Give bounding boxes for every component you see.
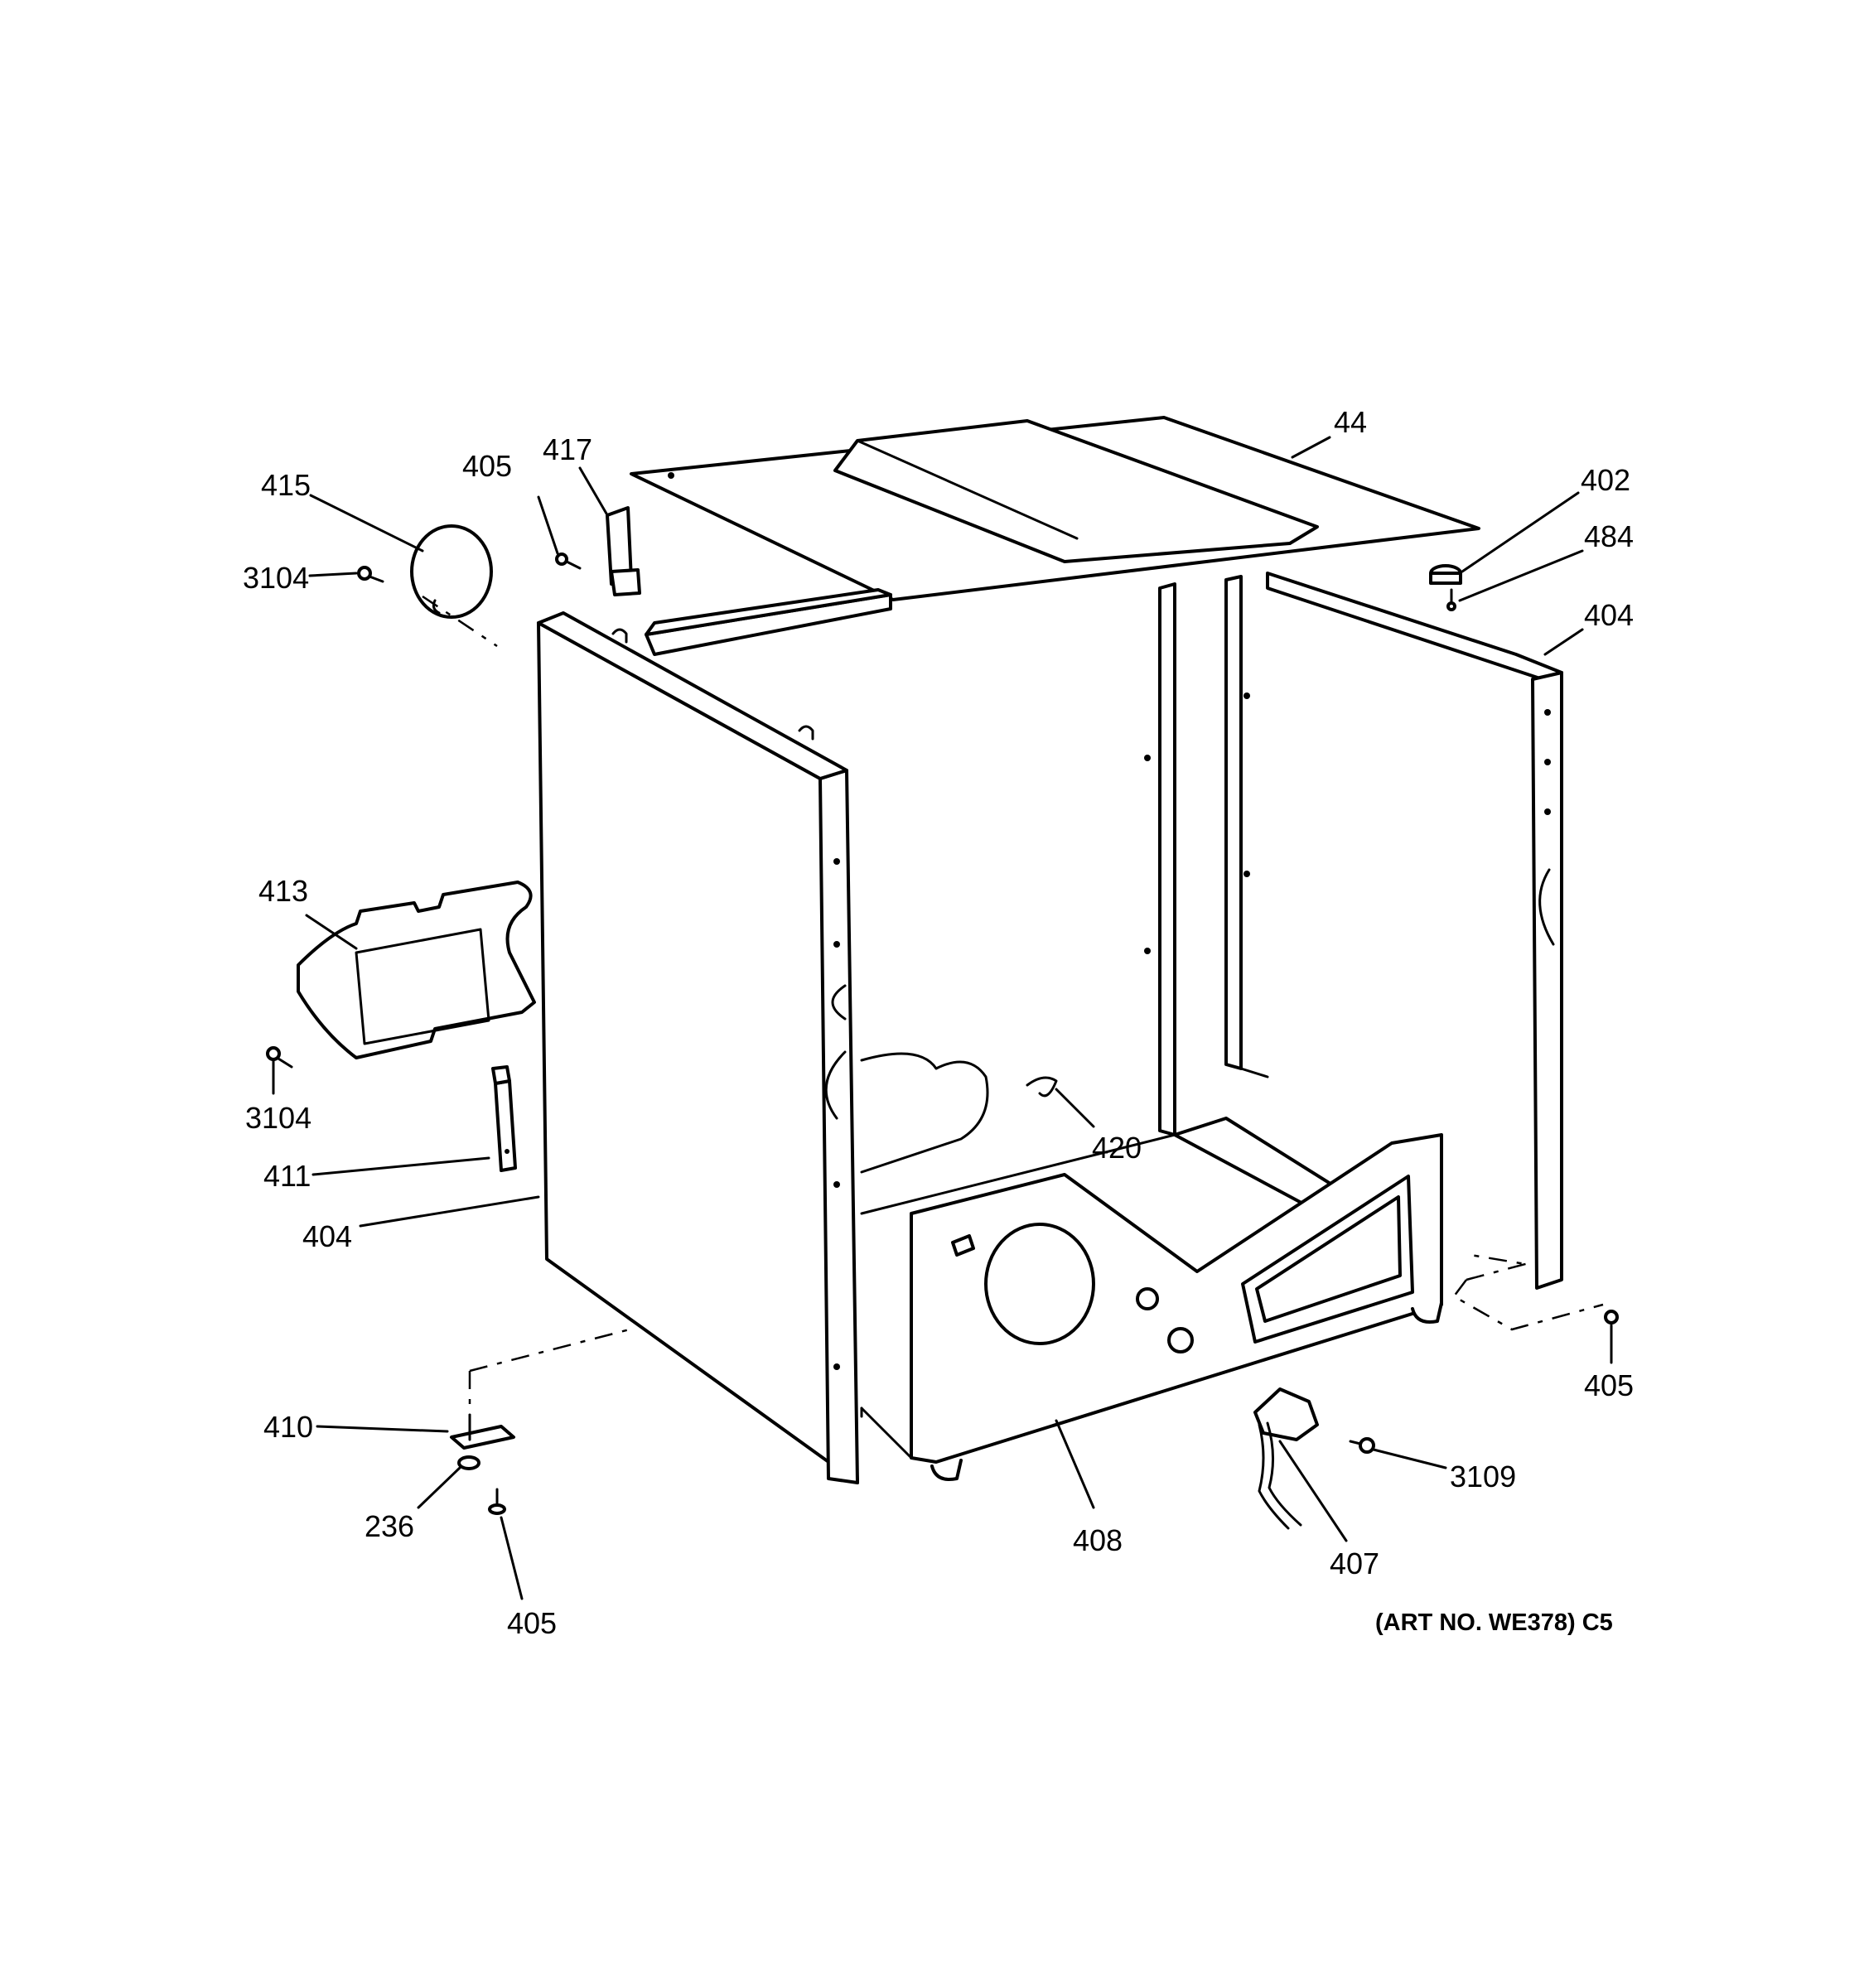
hinge-cover-part-415 [410,524,498,648]
leader-lines [272,436,1613,1600]
pad-part-236 [457,1455,480,1470]
callout-3104-top: 3104 [243,561,309,595]
callout-404-left: 404 [302,1219,352,1253]
leveling-leg-part-410 [450,1328,630,1450]
top-cover-part-44 [630,416,1480,601]
callout-405-bottom: 405 [507,1606,557,1640]
callout-407: 407 [1330,1546,1379,1580]
screw-405-right [1604,1310,1619,1325]
right-side-panel-part-404 [1452,671,1604,1331]
screw-405-top [555,552,582,570]
callout-420: 420 [1092,1131,1142,1165]
bracket-part-413 [297,881,536,1059]
screw-part-3109 [1349,1437,1375,1454]
bracket-part-417 [606,506,641,596]
callout-404-right: 404 [1584,598,1634,632]
callout-402: 402 [1581,463,1630,497]
base-panel-part-408 [860,1133,1443,1481]
left-side-panel-part-404 [537,611,859,1484]
callout-413: 413 [258,874,308,908]
callout-410: 410 [263,1410,313,1444]
screw-part-484 [1446,588,1456,611]
callout-411: 411 [263,1159,311,1193]
rear-top-rails [645,572,1563,686]
callout-415: 415 [261,468,311,502]
callout-405-right: 405 [1584,1368,1634,1402]
screw-405-bottom [488,1488,506,1515]
callout-3109: 3109 [1450,1460,1516,1493]
power-cord-bracket-part-407 [1253,1387,1319,1530]
callout-484: 484 [1584,519,1634,553]
screw-3104-top [357,566,384,583]
callout-408: 408 [1073,1523,1123,1557]
art-number: (ART NO. WE378) C5 [1375,1609,1613,1636]
drum-outline [860,1052,989,1174]
callout-417: 417 [543,432,592,466]
callout-44: 44 [1334,405,1367,439]
callout-3104-left: 3104 [245,1101,311,1135]
callout-405-top: 405 [462,449,512,483]
callout-236: 236 [365,1509,414,1543]
strike-part-411 [491,1065,517,1172]
glide-part-402 [1429,564,1462,585]
callout-labels: 44 402 484 404 405 3109 407 408 420 415 … [243,405,1634,1640]
wire-clip-part-420 [1026,1076,1058,1098]
screw-3104-left [266,1046,293,1069]
